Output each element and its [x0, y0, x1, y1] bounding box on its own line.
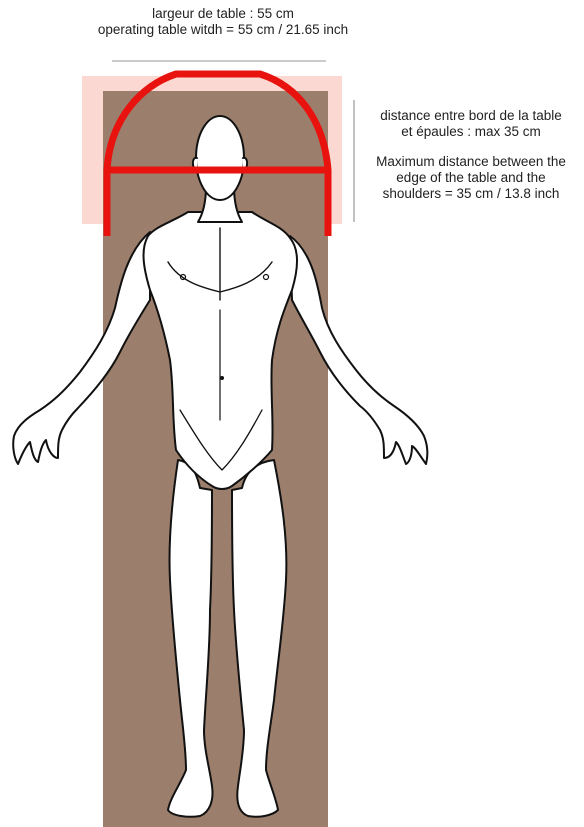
shoulder-caption-en-2: edge of the table and the — [358, 170, 584, 186]
shoulder-caption-fr-2: et épaules : max 35 cm — [358, 124, 584, 140]
shoulder-distance-caption: distance entre bord de la table et épaul… — [358, 108, 584, 202]
navel — [220, 376, 224, 380]
shoulder-caption-fr-1: distance entre bord de la table — [358, 108, 584, 124]
head — [196, 116, 244, 200]
shoulder-caption-en-3: shoulders = 35 cm / 13.8 inch — [358, 186, 584, 202]
shoulder-caption-en-1: Maximum distance between the — [358, 154, 584, 170]
